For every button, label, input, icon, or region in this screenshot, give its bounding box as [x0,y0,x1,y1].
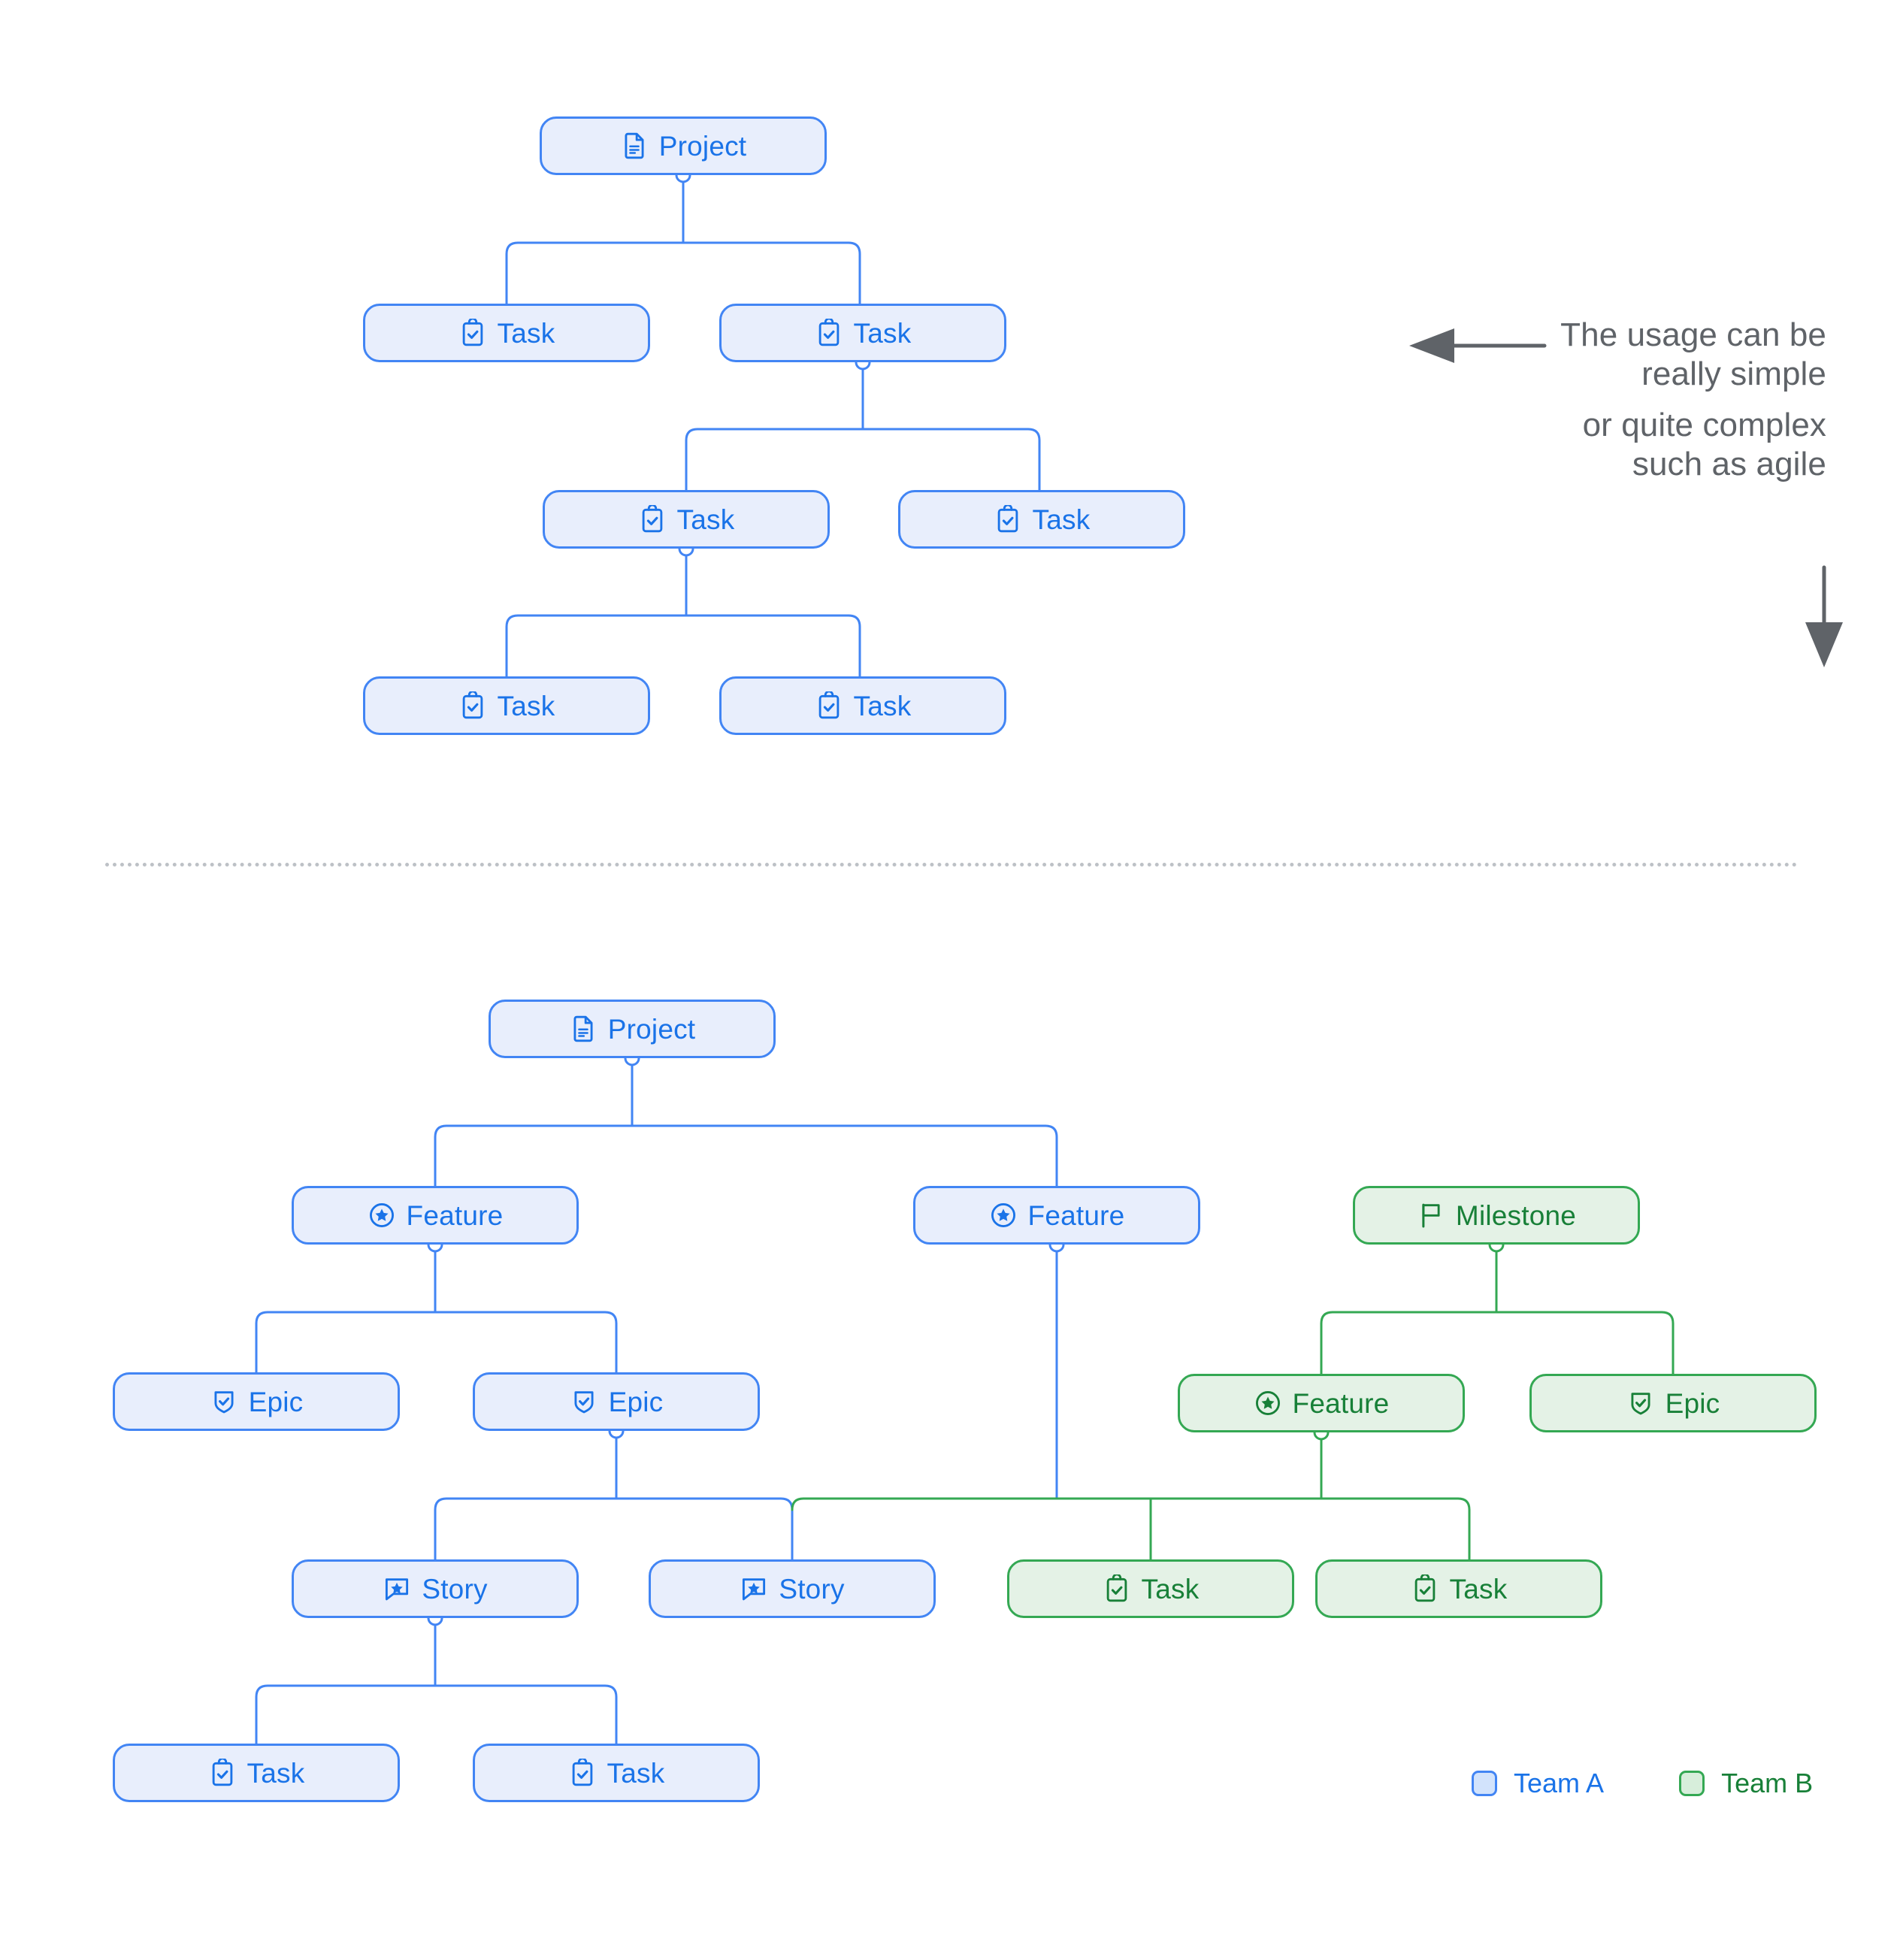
task-icon [568,1759,597,1787]
edge-b-bus-epics [255,1311,618,1374]
task-icon [458,319,487,347]
node-project[interactable]: Project [489,1000,776,1058]
document-icon [620,132,649,160]
arrow-left-head [1409,328,1454,363]
node-story[interactable]: Story [649,1559,936,1618]
swatch-blue-icon [1472,1771,1497,1796]
edges-top-diagram [505,174,1041,678]
node-feature[interactable]: Feature [913,1186,1200,1245]
node-task[interactable]: Task [898,490,1185,549]
edge-bus-row1 [505,241,861,305]
legend-label-team-b: Team B [1721,1768,1814,1798]
node-label: Task [1141,1573,1200,1605]
node-label: Milestone [1455,1199,1577,1231]
node-feature[interactable]: Feature [292,1186,579,1245]
node-task[interactable]: Task [719,676,1006,735]
epic-icon [1626,1389,1655,1417]
node-label: Task [607,1757,665,1789]
node-task[interactable]: Task [363,676,650,735]
feature-icon [989,1201,1018,1230]
node-milestone[interactable]: Milestone [1353,1186,1640,1245]
node-project[interactable]: Project [540,116,827,175]
node-epic[interactable]: Epic [113,1372,400,1431]
section-divider [105,863,1798,867]
node-label: Task [497,317,555,349]
task-icon [815,691,843,720]
node-label: Epic [608,1386,664,1417]
node-feature[interactable]: Feature [1178,1374,1465,1432]
node-label: Project [607,1013,696,1045]
swatch-green-icon [1679,1771,1705,1796]
node-label: Task [853,317,912,349]
node-task[interactable]: Task [473,1744,760,1802]
edge-b-bus-bottom-tasks [255,1684,618,1745]
node-task[interactable]: Task [1007,1559,1294,1618]
task-icon [815,319,843,347]
node-label: Task [247,1757,305,1789]
edge-b-bus-green-tasks [791,1497,1471,1561]
task-icon [638,505,667,534]
edge-b-bus-row1 [434,1124,1058,1187]
edge-b-bus-stories [434,1497,794,1561]
node-label: Story [422,1573,488,1605]
document-icon [569,1015,598,1043]
task-icon [994,505,1022,534]
annotation-line-2: really simple [1641,355,1826,392]
legend-label-team-a: Team A [1514,1768,1605,1798]
node-label: Feature [1292,1387,1390,1419]
node-label: Project [658,130,747,162]
node-label: Story [779,1573,845,1605]
node-label: Task [1032,504,1091,535]
task-icon [1103,1574,1131,1603]
task-icon [1411,1574,1439,1603]
node-label: Task [676,504,735,535]
edge-b-bus-milestone [1320,1311,1675,1375]
edge-bus-row3 [505,614,861,678]
node-task[interactable]: Task [543,490,830,549]
epic-icon [210,1387,238,1416]
arrow-down-head [1805,622,1843,667]
node-task[interactable]: Task [113,1744,400,1802]
annotation-line-1: The usage can be [1560,316,1826,353]
feature-icon [368,1201,396,1230]
node-task[interactable]: Task [1315,1559,1602,1618]
annotation-text: The usage can be really simple or quite … [1481,316,1826,484]
node-story[interactable]: Story [292,1559,579,1618]
node-task[interactable]: Task [363,304,650,362]
milestone-icon [1417,1201,1445,1230]
node-label: Task [1449,1573,1508,1605]
feature-icon [1254,1389,1282,1417]
task-icon [208,1759,237,1787]
node-label: Feature [1027,1199,1125,1231]
legend-item-team-a: Team A [1472,1768,1604,1799]
legend: Team A Team B [1472,1768,1813,1799]
connector-dots-bottom [427,1050,1505,1626]
annotation-spacer [1481,394,1826,406]
node-label: Task [853,690,912,721]
annotation-line-3: or quite complex [1582,406,1826,443]
legend-item-team-b: Team B [1679,1768,1813,1799]
node-label: Epic [1665,1387,1720,1419]
node-task[interactable]: Task [719,304,1006,362]
edge-bus-row2 [685,428,1041,492]
node-label: Feature [406,1199,504,1231]
node-epic[interactable]: Epic [473,1372,760,1431]
node-label: Task [497,690,555,721]
annotation-line-4: such as agile [1632,445,1826,482]
node-label: Epic [248,1386,304,1417]
epic-icon [570,1387,598,1416]
task-icon [458,691,487,720]
node-epic[interactable]: Epic [1529,1374,1817,1432]
story-icon [740,1574,768,1603]
story-icon [383,1574,411,1603]
